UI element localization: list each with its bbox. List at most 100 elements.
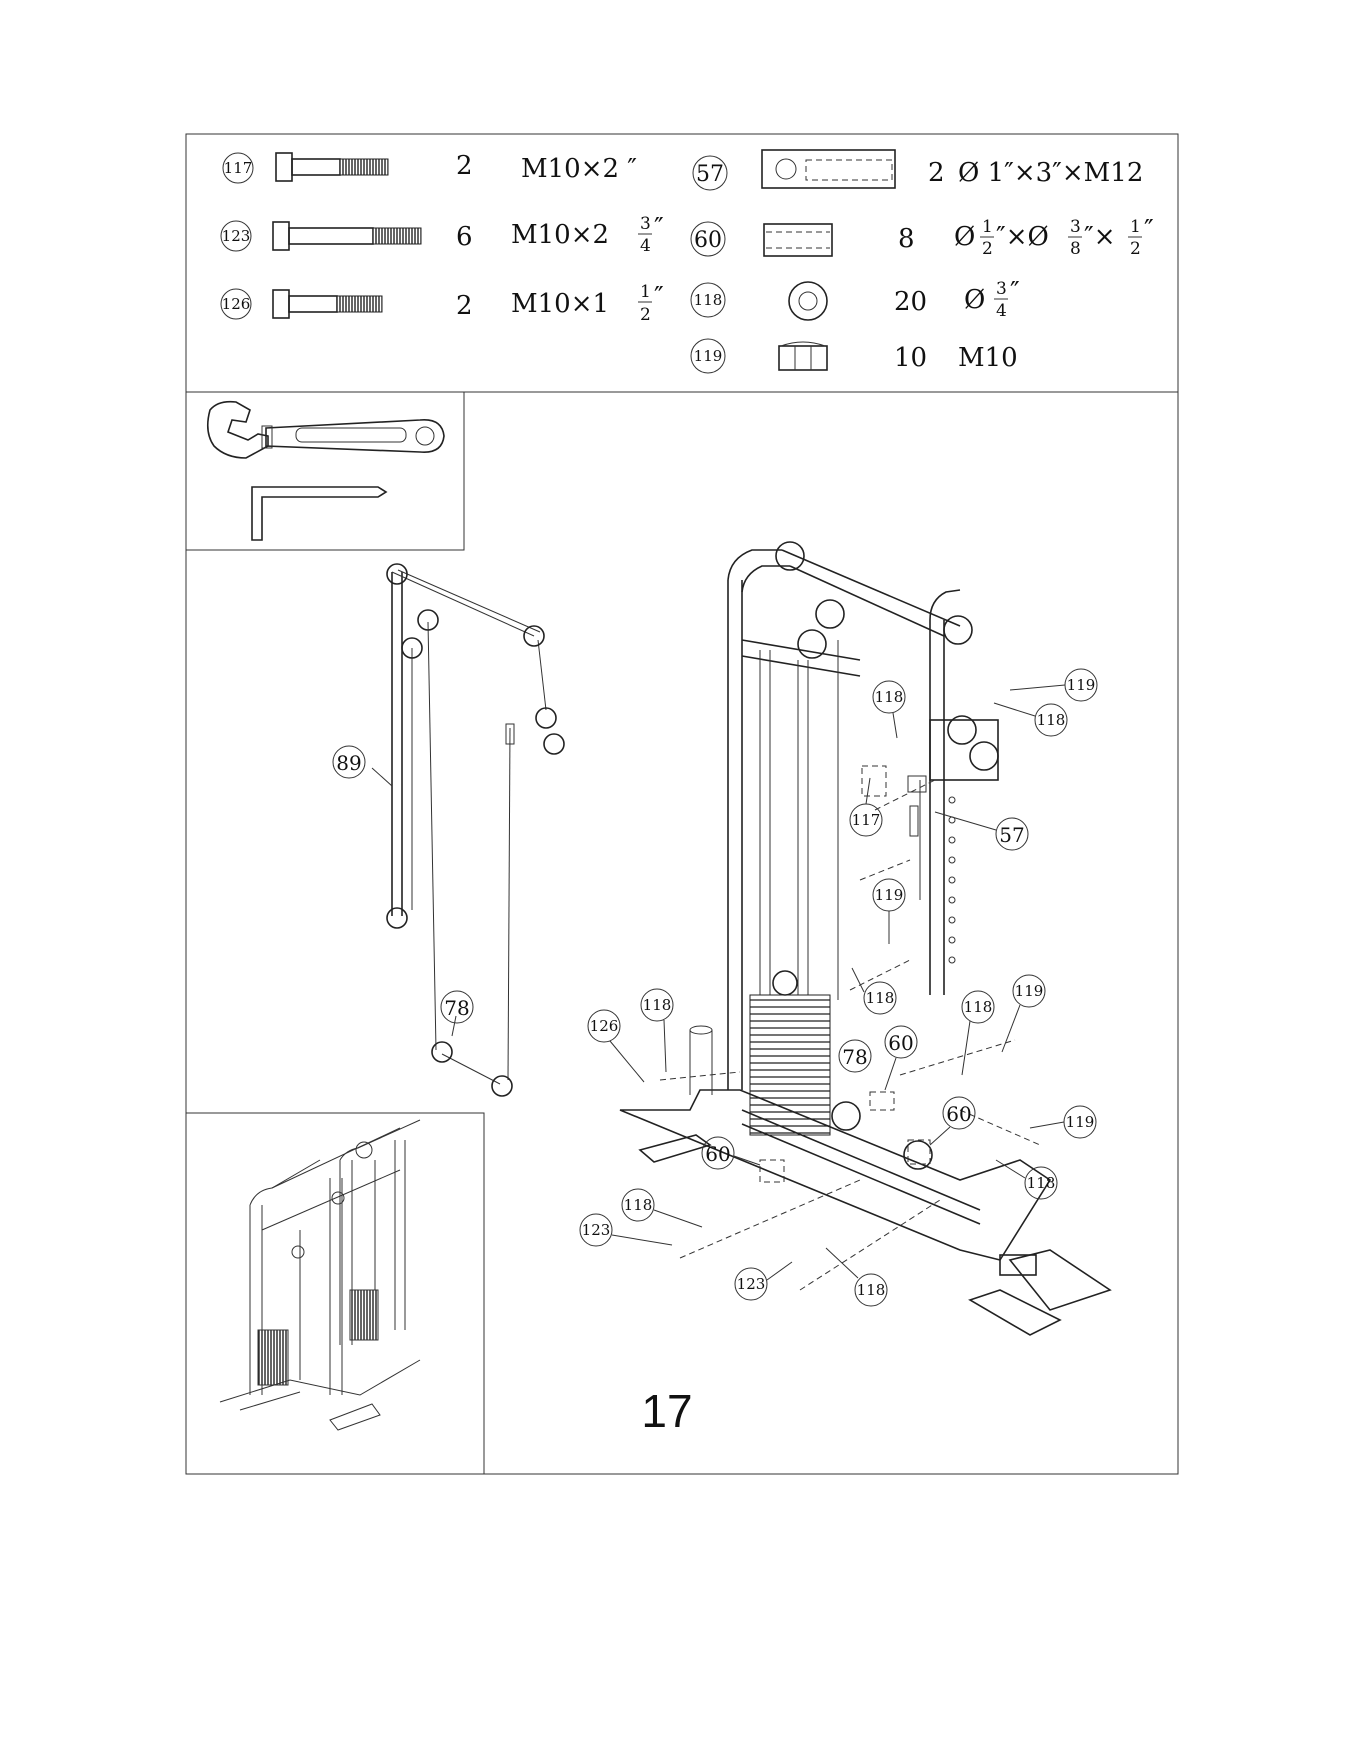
- part-id: 117: [224, 159, 253, 177]
- fraction-den: 2: [1130, 239, 1141, 259]
- callout-118: 118: [641, 989, 673, 1021]
- bolt-icon: [273, 290, 382, 318]
- svg-text:89: 89: [336, 751, 361, 775]
- fraction-num: 3: [640, 214, 651, 234]
- part-qty: 20: [894, 287, 927, 317]
- callout-123: 123: [735, 1268, 767, 1300]
- part-spec: M10×2: [511, 220, 609, 250]
- fraction-den: 2: [982, 239, 993, 259]
- pulley-icon: [432, 1042, 452, 1062]
- part-qty: 8: [898, 224, 915, 254]
- inch-mark: ″: [1144, 215, 1154, 245]
- part-spec: M10×2 ″: [521, 154, 637, 184]
- callout-118: 118: [1035, 704, 1067, 736]
- part-id: 119: [694, 347, 723, 365]
- part-id: 60: [694, 228, 722, 253]
- svg-text:118: 118: [1037, 711, 1066, 729]
- part-qty: 2: [456, 291, 473, 321]
- inch-mark: ″: [654, 213, 664, 243]
- callout-119: 119: [1065, 669, 1097, 701]
- svg-text:123: 123: [582, 1221, 611, 1239]
- callout-78: 78: [441, 991, 473, 1023]
- callout-119: 119: [1064, 1106, 1096, 1138]
- svg-text:119: 119: [875, 886, 904, 904]
- inch-mark: ″: [1010, 277, 1020, 307]
- callout-123: 123: [580, 1214, 612, 1246]
- part-row-126: 126 2 M10×1 1 2 ″: [221, 282, 664, 325]
- weight-stack: [750, 995, 830, 1135]
- svg-text:117: 117: [852, 811, 881, 829]
- fraction-den: 4: [996, 301, 1007, 321]
- main-machine: [620, 542, 1110, 1335]
- svg-text:123: 123: [737, 1275, 766, 1293]
- part-qty: 6: [456, 222, 473, 252]
- part-spec: ″×: [1084, 222, 1116, 252]
- pulley-icon: [492, 1076, 512, 1096]
- overview-panel: [186, 1113, 484, 1474]
- callout-89: 89: [333, 746, 365, 778]
- tools-panel: [186, 392, 464, 550]
- callout-78: 78: [839, 1040, 871, 1072]
- sleeve-icon: [762, 150, 895, 188]
- svg-text:118: 118: [964, 998, 993, 1016]
- part-id: 57: [696, 162, 724, 187]
- svg-text:118: 118: [1027, 1174, 1056, 1192]
- callout-57: 57: [996, 818, 1028, 850]
- svg-text:78: 78: [444, 996, 469, 1020]
- callout-117: 117: [850, 804, 882, 836]
- callout-118: 118: [622, 1189, 654, 1221]
- fraction-num: 3: [1070, 217, 1081, 237]
- part-qty: 2: [928, 158, 945, 188]
- part-row-118: 118 20 Ø 3 4 ″: [691, 277, 1020, 321]
- overview-machine: [220, 1120, 420, 1430]
- part-spec: M10×1: [511, 289, 609, 319]
- part-qty: 2: [456, 151, 473, 181]
- svg-text:119: 119: [1015, 982, 1044, 1000]
- wrench-icon: [208, 402, 444, 458]
- part-row-123: 123 6 M10×2 3 4 ″: [221, 213, 664, 256]
- allen-key-icon: [252, 487, 386, 540]
- fraction-num: 1: [982, 217, 993, 237]
- bolt-icon: [273, 222, 421, 250]
- callout-60: 60: [702, 1137, 734, 1169]
- parts-table: 117 2 M10×2 ″ 123 6 M10×2 3 4 ″: [221, 150, 1154, 373]
- callout-126: 126: [588, 1010, 620, 1042]
- callout-119: 119: [1013, 975, 1045, 1007]
- part-spec: M10: [958, 343, 1018, 373]
- svg-text:118: 118: [624, 1196, 653, 1214]
- svg-text:118: 118: [857, 1281, 886, 1299]
- svg-text:119: 119: [1066, 1113, 1095, 1131]
- part-row-119: 119 10 M10: [691, 339, 1018, 373]
- callout-118: 118: [962, 991, 994, 1023]
- fraction-num: 3: [996, 279, 1007, 299]
- part-id: 126: [222, 295, 251, 313]
- fraction-num: 1: [1130, 217, 1141, 237]
- part-spec: Ø: [964, 285, 985, 315]
- fraction-num: 1: [640, 282, 651, 302]
- part-id: 118: [694, 291, 723, 309]
- fraction-den: 8: [1070, 239, 1081, 259]
- inch-mark: ″: [654, 282, 664, 312]
- svg-text:60: 60: [888, 1031, 913, 1055]
- pulley-icon: [544, 734, 564, 754]
- svg-text:118: 118: [875, 688, 904, 706]
- part-qty: 10: [894, 343, 927, 373]
- upright-holes: [949, 797, 955, 963]
- svg-text:126: 126: [590, 1017, 619, 1035]
- part-spec: Ø: [954, 222, 975, 252]
- svg-text:119: 119: [1067, 676, 1096, 694]
- svg-text:118: 118: [866, 989, 895, 1007]
- fraction-den: 2: [640, 305, 651, 325]
- part-id: 123: [222, 227, 251, 245]
- part-spec: ″×Ø: [996, 222, 1049, 252]
- callout-118: 118: [864, 982, 896, 1014]
- part-row-57: 57 2 Ø 1″×3″×M12: [693, 150, 1143, 190]
- callout-118: 118: [873, 681, 905, 713]
- part-row-60: 60 8 Ø 1 2 ″×Ø 3 8 ″× 1 2 ″: [691, 215, 1154, 259]
- bolt-icon: [276, 153, 388, 181]
- svg-text:57: 57: [999, 823, 1024, 847]
- callout-119: 119: [873, 879, 905, 911]
- svg-text:78: 78: [842, 1045, 867, 1069]
- svg-text:60: 60: [705, 1142, 730, 1166]
